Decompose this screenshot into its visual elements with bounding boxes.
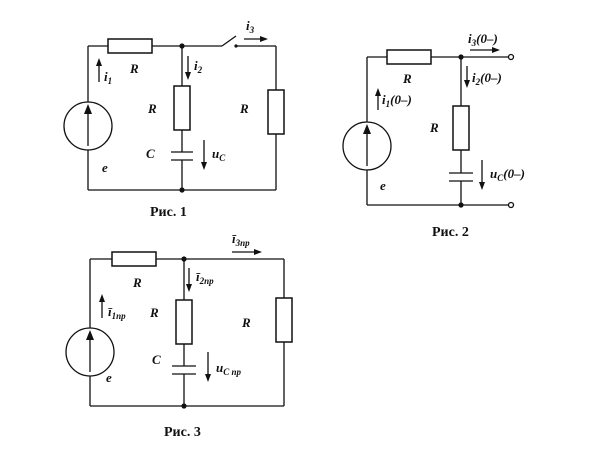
figure-2: R R e i1(0–) i2(0–) i3(0–) uC(0–) Рис. 2: [342, 31, 525, 240]
fig1-e-label: e: [102, 160, 108, 175]
fig3-r-mid-label: R: [149, 305, 159, 320]
fig3-uc-label: uC пр: [216, 360, 241, 377]
fig1-i3-label: i3: [246, 18, 255, 35]
fig2-resistor-middle: [452, 105, 470, 151]
figure-3: R R R C e ī1пр ī2пр ī3пр uC пр Рис. 3: [65, 231, 293, 440]
fig2-r-mid-label: R: [429, 120, 439, 135]
fig1-caption: Рис. 1: [150, 205, 187, 220]
fig1-resistor-middle: [173, 85, 191, 131]
fig3-node-bottom: [181, 403, 187, 409]
fig1-i1-label: i1: [104, 69, 112, 86]
fig3-node-top: [181, 256, 187, 262]
fig2-uc-arrow: [479, 160, 485, 190]
fig1-node-bottom: [179, 187, 185, 193]
fig2-i1-arrow: [375, 88, 381, 110]
fig1-r-mid-label: R: [147, 101, 157, 116]
fig2-voltage-source: [342, 121, 392, 171]
fig2-i3-arrow: [470, 47, 500, 53]
fig3-resistor-top: [111, 251, 157, 267]
fig3-i1-label: ī1пр: [108, 304, 126, 321]
fig1-i2-label: i2: [194, 58, 203, 75]
fig3-voltage-source: [65, 327, 115, 377]
fig3-resistor-right: [275, 297, 293, 343]
fig3-r-top-label: R: [132, 275, 142, 290]
fig1-resistor-right: [267, 89, 285, 135]
fig3-r-right-label: R: [241, 315, 251, 330]
fig2-node-top: [458, 54, 464, 60]
fig2-capacitor: [449, 172, 473, 182]
fig2-r-top-label: R: [402, 71, 412, 86]
fig1-resistor-top: [107, 38, 153, 54]
fig2-i1-label: i1(0–): [382, 92, 412, 109]
fig2-uc-label: uC(0–): [490, 166, 525, 183]
fig2-resistor-top: [386, 49, 432, 65]
fig3-resistor-middle: [175, 299, 193, 345]
fig3-i1-arrow: [99, 294, 105, 318]
fig2-i2-label: i2(0–): [472, 70, 502, 87]
fig3-capacitor: [172, 365, 196, 375]
fig1-capacitor: [171, 151, 193, 161]
fig2-terminal-bottom: [507, 201, 515, 209]
fig3-wires: [89, 258, 285, 407]
fig2-terminal-top: [507, 53, 515, 61]
fig1-i2-arrow: [185, 56, 191, 80]
fig1-i1-arrow: [96, 58, 102, 82]
fig3-c-label: C: [152, 352, 161, 367]
fig3-i3-arrow: [232, 249, 262, 255]
fig1-node-top: [179, 43, 185, 49]
fig3-e-label: e: [106, 370, 112, 385]
fig3-uc-arrow: [205, 352, 211, 382]
fig1-uc-arrow: [201, 140, 207, 170]
fig2-node-bottom: [458, 202, 464, 208]
fig2-i3-label: i3(0–): [468, 31, 498, 48]
fig2-i2-arrow: [464, 66, 470, 88]
fig1-voltage-source: [63, 101, 113, 151]
fig3-i2-label: ī2пр: [196, 269, 214, 286]
fig3-i3-label: ī3пр: [232, 231, 250, 248]
fig2-caption: Рис. 2: [432, 225, 469, 240]
figure-1: R R R C e i1 i2 i3 uC Рис. 1: [63, 18, 285, 220]
fig1-i3-arrow: [244, 36, 268, 42]
fig2-wires: [366, 56, 508, 206]
fig1-r-right-label: R: [239, 101, 249, 116]
fig2-e-label: e: [380, 178, 386, 193]
fig1-r-top-label: R: [129, 61, 139, 76]
fig3-i2-arrow: [186, 268, 192, 292]
fig1-switch: [221, 35, 238, 48]
fig3-caption: Рис. 3: [164, 425, 201, 440]
fig1-uc-label: uC: [212, 146, 226, 163]
fig1-c-label: C: [146, 146, 155, 161]
